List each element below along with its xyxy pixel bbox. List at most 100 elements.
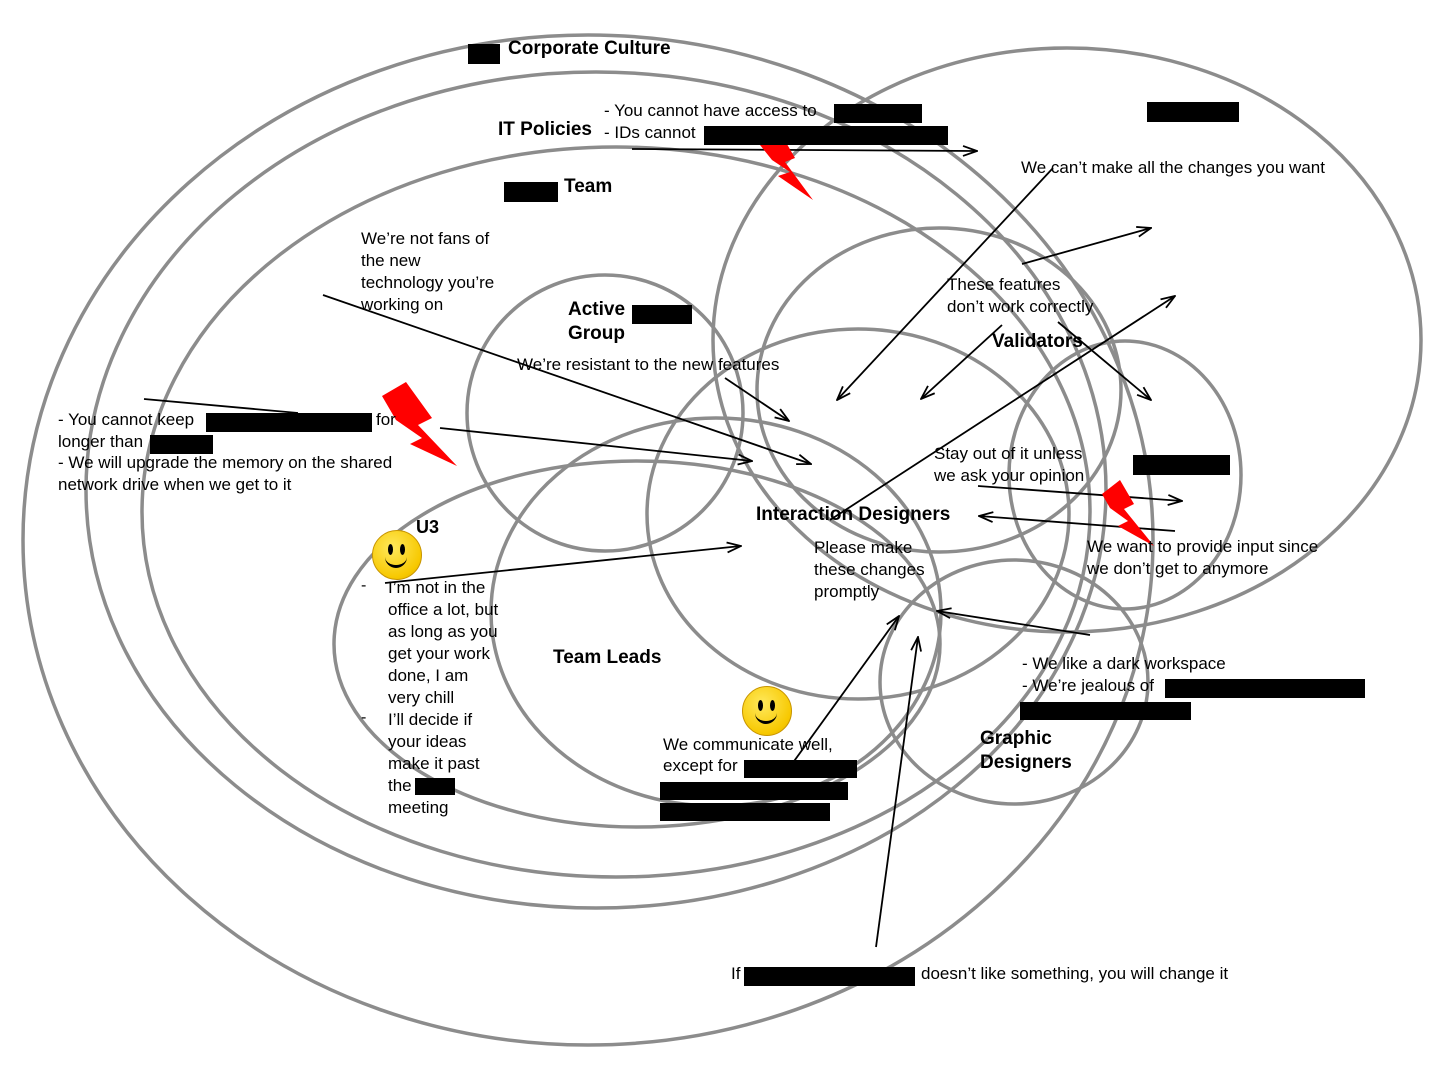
not-fans-note: We’re not fans of the new technology you…	[361, 228, 494, 316]
redaction-block	[415, 778, 455, 795]
it-policies-ring	[84, 70, 1108, 910]
note-line: done, I am	[388, 666, 469, 685]
doesnt-like-note: doesn’t like something, you will change …	[921, 964, 1229, 983]
smiley-face-icon	[742, 686, 792, 736]
note-line: as long as you	[388, 622, 498, 641]
note-line: I’ll decide if	[388, 710, 473, 729]
redaction-block	[744, 760, 857, 778]
resistant-note: We’re resistant to the new features	[517, 355, 780, 374]
note-line: working on	[361, 295, 444, 314]
u3-label: U3	[416, 517, 440, 537]
dark-workspace-note: - We like a dark workspace	[1022, 654, 1226, 673]
redaction-block	[1133, 455, 1230, 475]
note-line: make it past	[388, 754, 480, 773]
it-ids-note: - IDs cannot	[604, 123, 696, 142]
graphic-designers-ring	[878, 558, 1150, 806]
list-item: I’m not in the office a lot, but as long…	[361, 577, 498, 709]
redaction-block	[660, 782, 848, 800]
provide-input-note: We want to provide input since we don’t …	[1087, 536, 1318, 580]
u3-ring	[332, 459, 942, 829]
arrow	[829, 296, 1175, 521]
lightning-bolt-icon	[1102, 480, 1154, 546]
redaction-block	[632, 305, 692, 324]
team-ring	[140, 145, 1092, 879]
arrow	[837, 167, 1054, 400]
active-group-ring	[465, 273, 745, 553]
lightning-bolt-icon	[382, 382, 457, 466]
note-line: we don’t get to anymore	[1087, 559, 1269, 578]
features-wrong-note: These features don’t work correctly	[947, 274, 1093, 318]
arrow	[631, 149, 977, 151]
arrow	[1057, 321, 1151, 400]
cant-make-changes-note: We can’t make all the changes you want	[1021, 158, 1325, 177]
note-line: meeting	[388, 798, 449, 817]
redaction-block	[834, 104, 922, 123]
cannot-keep-note-b: for	[376, 410, 396, 429]
redaction-block	[660, 803, 830, 821]
smiley-face-icon	[372, 530, 422, 580]
redaction-block	[1165, 679, 1365, 698]
team-leads-label: Team Leads	[553, 647, 662, 668]
corporate-culture-ring	[21, 33, 1155, 1047]
lightning-bolt-group	[382, 132, 1154, 546]
note-line: very chill	[388, 688, 455, 707]
validators-ring	[1007, 339, 1243, 611]
note-line: these changes	[814, 560, 925, 579]
u3-notes-list: I’m not in the office a lot, but as long…	[361, 577, 498, 819]
jealous-note: - We’re jealous of	[1022, 676, 1154, 695]
communicate-note-2: except for	[663, 756, 738, 775]
communicate-note-1: We communicate well,	[663, 735, 833, 754]
redaction-block	[206, 413, 372, 432]
note-line: office a lot, but	[388, 600, 499, 619]
upper-inner-ring	[755, 226, 1123, 554]
graphic-designers-label-1: Graphic	[980, 728, 1052, 749]
note-line: we ask your opinion	[934, 466, 1085, 485]
arrow	[1021, 228, 1151, 265]
note-line: technology you’re	[361, 273, 495, 292]
note-line: I’m not in the	[388, 578, 486, 597]
arrow	[937, 611, 1091, 636]
graphic-designers-label-2: Designers	[980, 752, 1072, 773]
arrow	[977, 485, 1182, 501]
cannot-keep-note-a: - You cannot keep	[58, 410, 195, 429]
interaction-designers-ring	[645, 327, 1071, 701]
validators-label: Validators	[992, 331, 1083, 352]
it-access-note: - You cannot have access to	[604, 101, 817, 120]
note-line: get your work	[388, 644, 491, 663]
upgrade-memory-note-1: - We will upgrade the memory on the shar…	[58, 453, 393, 472]
note-line: don’t work correctly	[947, 297, 1094, 316]
redaction-block	[1147, 102, 1239, 122]
redaction-block	[1020, 702, 1191, 720]
note-line-with-redaction: the	[388, 775, 498, 797]
arrow	[143, 398, 299, 414]
stay-out-note: Stay out of it unless we ask your opinio…	[934, 443, 1084, 487]
interaction-designers-label: Interaction Designers	[756, 504, 951, 525]
corporate-culture-label: Corporate Culture	[508, 38, 671, 59]
please-make-note: Please make these changes promptly	[814, 537, 925, 603]
note-line: promptly	[814, 582, 880, 601]
note-line: Stay out of it unless	[934, 444, 1083, 463]
it-policies-label: IT Policies	[498, 119, 592, 140]
note-line: We’re not fans of	[361, 229, 490, 248]
redaction-block	[468, 44, 500, 64]
arrow	[875, 637, 918, 948]
if-note: If	[731, 964, 741, 983]
lightning-bolt-icon	[760, 132, 813, 200]
note-line: Please make	[814, 538, 913, 557]
arrow	[791, 616, 899, 765]
list-item: I’ll decide if your ideas make it past t…	[361, 709, 498, 819]
redaction-block	[504, 182, 558, 202]
team-label: Team	[564, 176, 613, 197]
arrow	[724, 377, 789, 421]
arrow	[921, 324, 1003, 399]
redaction-block	[744, 967, 915, 986]
active-group-label-2: Group	[568, 323, 625, 344]
arrow	[322, 294, 811, 464]
active-group-label-1: Active	[568, 299, 626, 320]
redaction-block	[150, 435, 213, 454]
note-line: the new	[361, 251, 421, 270]
arrow	[439, 427, 752, 461]
note-line: These features	[947, 275, 1061, 294]
longer-than-note: longer than	[58, 432, 144, 451]
redaction-block	[704, 126, 948, 145]
